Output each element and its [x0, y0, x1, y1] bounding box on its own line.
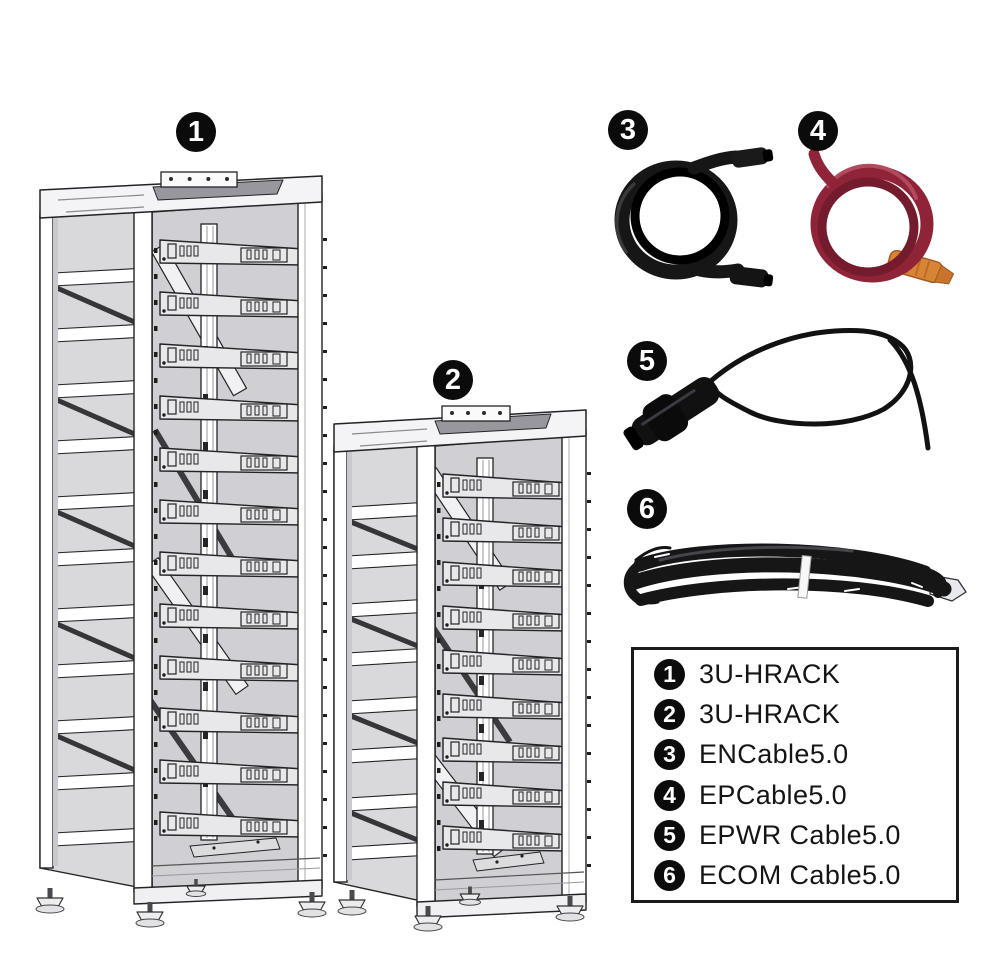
comm-cable-ecom — [623, 543, 967, 607]
red-coiled-cable-epcable — [808, 148, 955, 285]
legend-row: 2 3U-HRACK — [654, 699, 956, 731]
rack-2-illustration — [333, 405, 591, 932]
rack-1-illustration — [35, 171, 327, 928]
legend-badge-5: 5 — [654, 819, 685, 851]
legend-row: 1 3U-HRACK — [654, 659, 956, 691]
legend-label-3: ENCable5.0 — [699, 739, 849, 770]
legend-row: 6 ECOM Cable5.0 — [654, 859, 956, 891]
legend-badge-6: 6 — [654, 859, 685, 891]
item-4-badge: 4 — [798, 111, 838, 151]
legend-label-2: 3U-HRACK — [699, 699, 841, 730]
legend-box: 1 3U-HRACK 2 3U-HRACK 3 ENCable5.0 4 EPC… — [631, 647, 959, 903]
legend-label-5: EPWR Cable5.0 — [699, 819, 901, 850]
item-6-badge: 6 — [627, 489, 667, 529]
legend-badge-1: 1 — [654, 659, 685, 691]
black-coiled-cable-encable — [614, 147, 774, 288]
legend-row: 5 EPWR Cable5.0 — [654, 819, 956, 851]
power-cable-epwr — [623, 328, 931, 451]
legend-row: 3 ENCable5.0 — [654, 739, 956, 771]
item-2-badge: 2 — [433, 360, 473, 400]
legend-row: 4 EPCable5.0 — [654, 779, 956, 811]
legend-label-4: EPCable5.0 — [699, 779, 848, 810]
legend-badge-2: 2 — [654, 699, 685, 731]
item-1-badge: 1 — [176, 112, 216, 152]
item-5-badge: 5 — [627, 341, 667, 381]
legend-label-1: 3U-HRACK — [699, 659, 841, 690]
legend-badge-4: 4 — [654, 779, 685, 811]
legend-label-6: ECOM Cable5.0 — [699, 859, 901, 890]
item-3-badge: 3 — [608, 110, 648, 150]
legend-badge-3: 3 — [654, 739, 685, 771]
